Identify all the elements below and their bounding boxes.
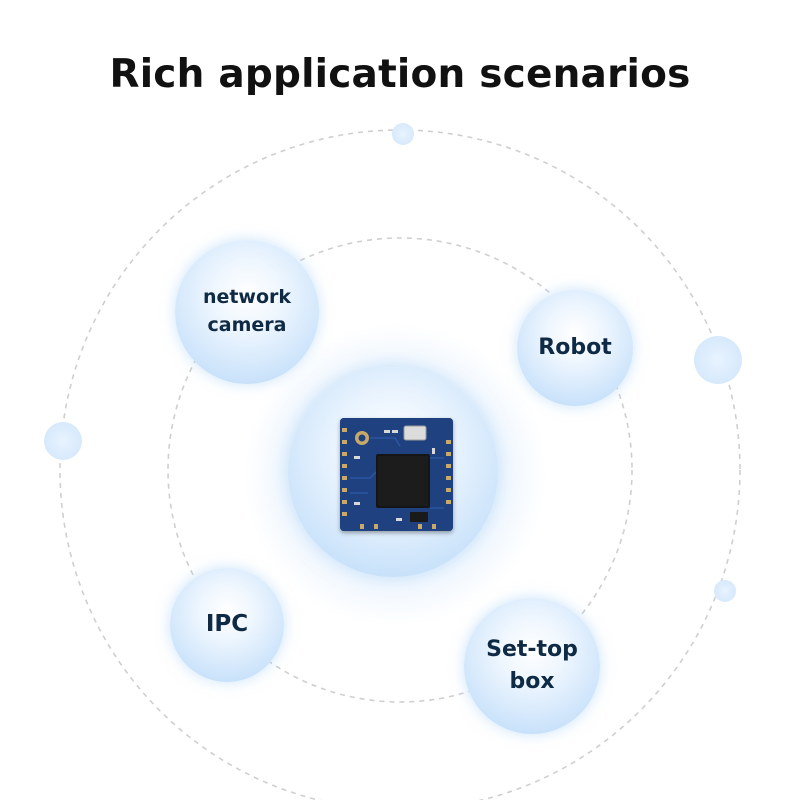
robot-label: Robot — [538, 335, 612, 361]
scenario-set-top-box: Set-top box — [464, 598, 600, 734]
wifi-module-graphic — [340, 418, 453, 531]
scenario-robot: Robot — [517, 290, 633, 406]
page-title: Rich application scenarios — [109, 52, 691, 97]
orbit-dot-top — [392, 123, 414, 145]
set-top-box-label-line1: Set-top — [486, 637, 578, 663]
orbit-dot-left — [44, 422, 82, 460]
orbit-dot-bottom-right — [714, 580, 736, 602]
scenario-ipc: IPC — [170, 568, 284, 682]
scenario-network-camera: network camera — [175, 240, 319, 384]
set-top-box-label-line2: box — [509, 669, 555, 694]
wifi-module-image — [340, 418, 453, 531]
network-camera-label-line1: network — [202, 286, 292, 309]
ipc-label: IPC — [205, 611, 249, 638]
network-camera-label-line2: camera — [207, 314, 287, 336]
inner-orbit — [167, 237, 633, 703]
orbit-dot-right — [694, 336, 742, 384]
